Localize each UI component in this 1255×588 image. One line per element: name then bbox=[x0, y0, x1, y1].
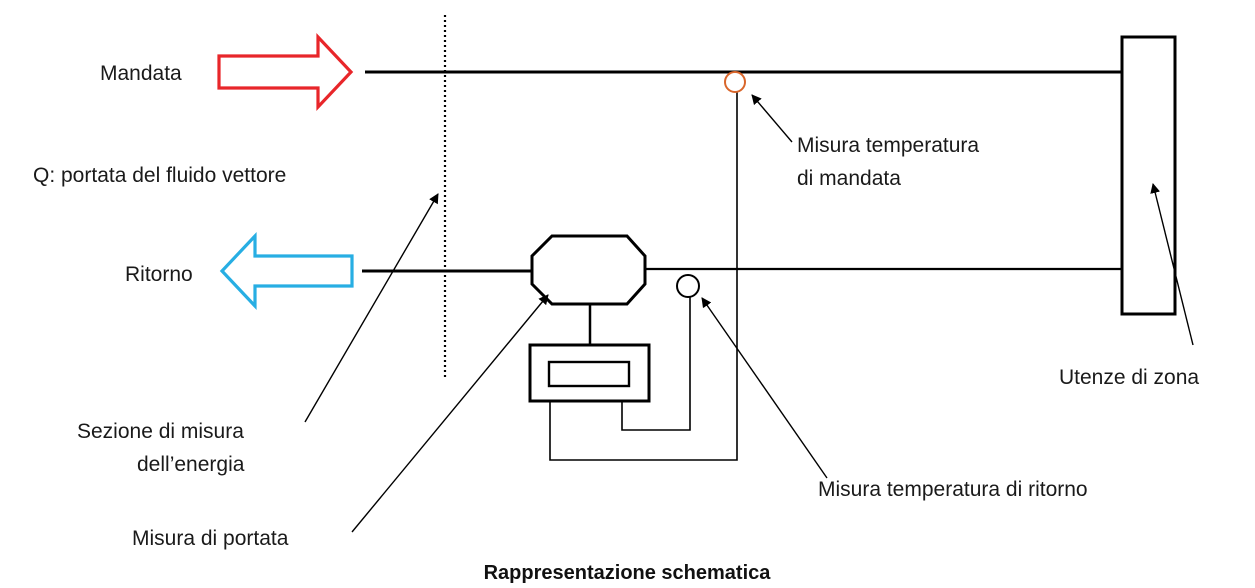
return-sensor-wire bbox=[621, 297, 691, 431]
label-ritorno: Ritorno bbox=[125, 263, 193, 286]
return-temperature-sensor bbox=[676, 274, 700, 298]
supply-sensor-wire bbox=[549, 92, 738, 461]
leader-supply-temp bbox=[751, 94, 793, 143]
supply-temperature-sensor bbox=[724, 71, 746, 93]
leader-measurement-section bbox=[304, 193, 439, 423]
label-portata-fluido: Q: portata del fluido vettore bbox=[33, 164, 286, 187]
label-supply-temp-line2: di mandata bbox=[797, 167, 901, 190]
leader-flow-meter bbox=[351, 294, 549, 533]
label-return-temp: Misura temperatura di ritorno bbox=[818, 478, 1088, 501]
label-supply-temp-line1: Misura temperatura bbox=[797, 134, 979, 157]
label-measurement-section-line1: Sezione di misura bbox=[77, 420, 244, 443]
zone-utilities-box bbox=[1120, 35, 1177, 316]
flow-meter bbox=[530, 234, 647, 306]
label-flow-measurement: Misura di portata bbox=[132, 527, 289, 550]
label-mandata: Mandata bbox=[100, 62, 182, 85]
label-measurement-section-line2: dell’energia bbox=[137, 453, 245, 476]
diagram-caption: Rappresentazione schematica bbox=[484, 562, 772, 584]
leader-return-temp bbox=[701, 297, 828, 479]
ritorno-arrow bbox=[219, 231, 354, 311]
mandata-arrow bbox=[217, 32, 354, 112]
label-zone-utilities: Utenze di zona bbox=[1059, 366, 1199, 389]
leader-zone-utilities bbox=[1150, 183, 1194, 346]
calculator-display bbox=[547, 360, 631, 388]
